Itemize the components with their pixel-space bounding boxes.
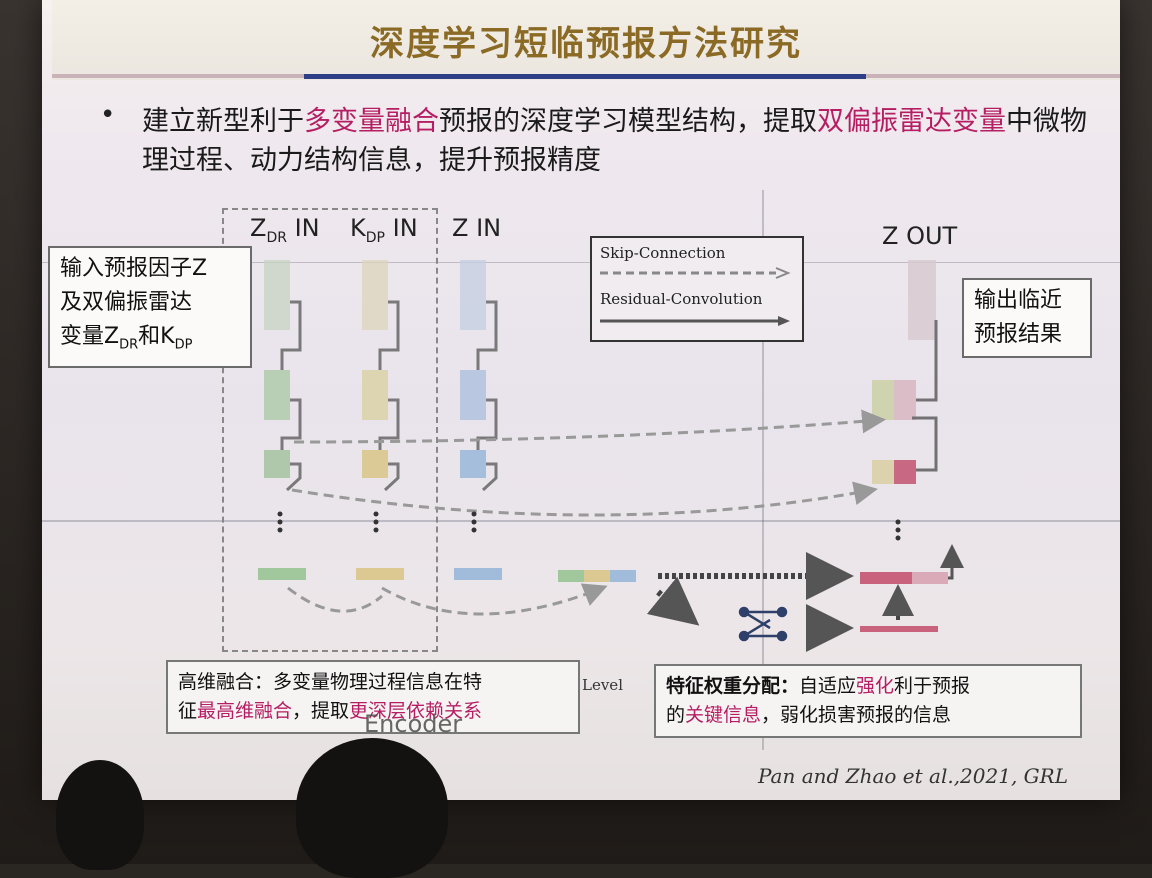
z-column — [460, 260, 498, 492]
audience-head — [296, 738, 448, 878]
zdr-column — [264, 260, 302, 492]
audience-head — [56, 760, 144, 870]
grid-line — [42, 262, 1120, 263]
bullet-text: 建立新型利于多变量融合预报的深度学习模型结构，提取双偏振雷达变量中微物理过程、动… — [142, 102, 1102, 180]
bullet-icon: • — [100, 100, 116, 130]
feature-level-text: Level — [582, 676, 623, 694]
z-input-label: Z IN — [452, 214, 502, 242]
z-output-label: Z OUT — [882, 222, 958, 250]
bullet-part: 建立新型利于 — [142, 106, 304, 137]
legend-residual-line — [600, 316, 790, 326]
slide-title: 深度学习短临预报方法研究 — [370, 24, 802, 64]
bullet-part: 中微物理过程、动力结构信息，提升预报精度 — [142, 106, 1087, 176]
bullet-highlight: 多变量融合 — [304, 106, 439, 137]
input-note: 输入预报因子Z 及双偏振雷达 变量ZDR和KDP — [48, 246, 252, 369]
attention-note: 特征权重分配：自适应强化利于预报 的关键信息，弱化损害预报的信息 — [654, 664, 1082, 738]
encoder-dashed-frame — [222, 208, 438, 652]
kdp-column — [362, 260, 400, 492]
grid-line — [42, 520, 1120, 522]
encoder-label: Encoder — [364, 710, 463, 738]
presentation-slide: 深度学习短临预报方法研究 • 建立新型利于多变量融合预报的深度学习模型结构，提取… — [42, 0, 1120, 800]
fusion-note: 高维融合：多变量物理过程信息在特 征最高维融合，提取更深层依赖关系 — [166, 660, 580, 734]
network-svg — [258, 260, 964, 652]
output-note: 输出临近 预报结果 — [962, 278, 1092, 358]
title-bar: 深度学习短临预报方法研究 — [52, 0, 1120, 80]
bullet-highlight: 双偏振雷达变量 — [817, 106, 1006, 137]
citation: Pan and Zhao et al.,2021, GRL — [758, 764, 1068, 788]
zdr-input-label: ZDR IN — [250, 214, 320, 246]
legend-skip-label: Skip-Connection — [600, 244, 726, 262]
attention-icon — [738, 606, 788, 642]
model-diagram: ZDR IN KDP IN Z IN Z OUT — [42, 190, 1120, 750]
legend-skip-line — [600, 267, 791, 279]
title-underline-accent — [304, 74, 866, 79]
grid-line — [762, 190, 764, 750]
bullet-part: 预报的深度学习模型结构，提取 — [439, 106, 817, 137]
output-column — [872, 260, 938, 484]
legend-residual-label: Residual-Convolution — [600, 290, 763, 308]
kdp-input-label: KDP IN — [350, 214, 418, 246]
legend-box: Skip-Connection Residual-Convolution — [590, 236, 804, 342]
